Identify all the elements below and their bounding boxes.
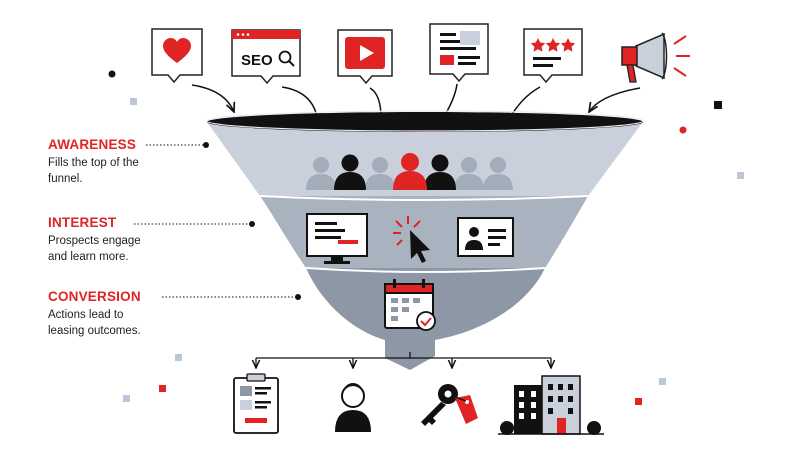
stage-interest: INTEREST Prospects engage and learn more…: [48, 215, 156, 265]
cursor-click-icon: [393, 216, 430, 263]
audience-people-icon: [306, 153, 513, 190]
funnel: [206, 110, 644, 370]
calendar-check-icon: [384, 279, 436, 331]
stage-leader-lines: [134, 142, 301, 300]
megaphone-icon: [621, 32, 690, 83]
stage-description-awareness: Fills the top of the funnel.: [48, 157, 139, 185]
video-play-icon: [337, 29, 393, 85]
stage-awareness: AWARENESS Fills the top of the funnel.: [48, 137, 148, 187]
application-form-icon: [233, 373, 279, 434]
profile-card-icon: [457, 217, 514, 257]
building-icon: [498, 375, 604, 435]
outcome-connectors: [256, 352, 551, 368]
stage-title-conversion: CONVERSION: [48, 289, 141, 304]
heart-icon: [151, 28, 203, 84]
monitor-icon: [306, 213, 368, 264]
resident-icon: [335, 383, 371, 432]
decorative-shapes: [108, 70, 744, 405]
stage-title-interest: INTEREST: [48, 215, 117, 230]
key-icon: [421, 384, 478, 426]
stage-conversion: CONVERSION Actions lead to leasing outco…: [48, 289, 160, 339]
star-rating-icon: [523, 28, 583, 84]
stage-description-interest: Prospects engage and learn more.: [48, 235, 141, 263]
stage-description-conversion: Actions lead to leasing outcomes.: [48, 309, 141, 337]
seo-search-icon: SEO: [231, 29, 301, 85]
seo-label: SEO: [241, 52, 273, 69]
stage-title-awareness: AWARENESS: [48, 137, 137, 152]
article-icon: [429, 23, 489, 83]
